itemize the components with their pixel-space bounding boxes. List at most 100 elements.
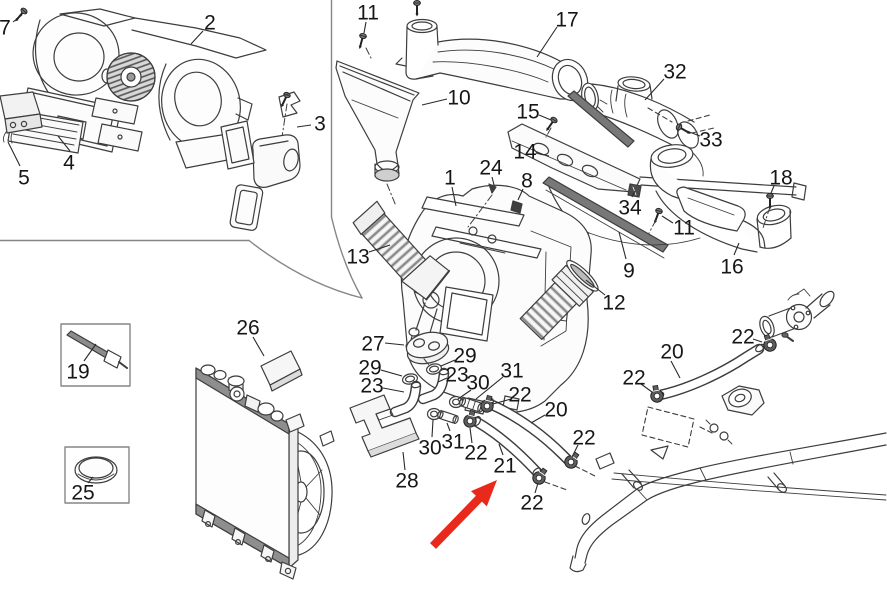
part-number-label: 10 <box>447 87 470 110</box>
part-number-label: 8 <box>521 170 533 193</box>
part-number-label: 28 <box>395 470 418 493</box>
part-number-label: 30 <box>418 437 441 460</box>
label-leader-line <box>446 422 451 432</box>
label-leader-line <box>770 185 775 194</box>
label-leader-line <box>421 98 448 106</box>
label-leader-line <box>440 359 456 367</box>
part-duct-bracket-3 <box>220 90 301 231</box>
label-leader-line <box>644 78 665 101</box>
part-number-label: 22 <box>622 367 645 390</box>
part-number-label: 25 <box>71 482 94 505</box>
part-number-label: 19 <box>66 361 89 384</box>
label-leader-line <box>402 451 406 471</box>
label-leader-line <box>57 135 71 152</box>
mounting-position-dashes <box>641 406 695 448</box>
part-number-label: 32 <box>663 61 686 84</box>
part-foam-pad-26 <box>260 350 303 392</box>
screw-icon <box>355 31 368 51</box>
label-leader-line <box>437 377 448 383</box>
part-radiator <box>195 364 335 580</box>
label-leader-line <box>384 342 405 346</box>
part-corrugated-duct <box>352 200 451 301</box>
part-air-duct-upper <box>395 0 589 102</box>
part-number-label: 12 <box>602 292 625 315</box>
part-number-label: 9 <box>623 260 635 283</box>
part-number-label: 15 <box>516 101 539 124</box>
part-number-label: 11 <box>673 217 695 240</box>
label-leader-line <box>661 215 674 224</box>
part-number-label: 23 <box>445 364 468 387</box>
label-leader-line <box>640 383 653 393</box>
part-air-duct-lower <box>649 144 792 253</box>
part-number-label: 14 <box>513 141 537 164</box>
label-leader-line <box>457 389 472 400</box>
label-leader-line <box>538 114 552 121</box>
part-number-label: 11 <box>357 2 379 25</box>
part-number-label: 5 <box>18 167 30 190</box>
part-number-label: 7 <box>0 17 11 40</box>
label-leader-line <box>252 336 265 357</box>
part-cable-tie <box>66 330 128 369</box>
part-number-label: 3 <box>314 113 326 136</box>
part-number-label: 22 <box>464 442 487 465</box>
label-leader-line <box>683 129 701 137</box>
label-leader-line <box>492 398 512 405</box>
part-number-label: 18 <box>769 167 792 190</box>
label-leader-line <box>380 369 403 377</box>
part-number-label: 2 <box>204 12 216 35</box>
label-leader-line <box>517 188 524 201</box>
label-leader-line <box>498 443 504 456</box>
part-number-label: 27 <box>361 333 384 356</box>
part-number-label: 17 <box>555 9 578 32</box>
label-leader-line <box>83 343 97 362</box>
part-number-label: 20 <box>544 399 567 422</box>
part-hose-ring <box>425 363 443 375</box>
screw-icon <box>542 115 560 135</box>
label-leader-line <box>733 242 740 256</box>
part-number-label: 1 <box>444 167 456 190</box>
screw-icon <box>412 0 422 18</box>
screw-icon <box>650 206 665 226</box>
part-number-label: 22 <box>731 326 754 349</box>
part-hvac-main-unit <box>400 183 592 415</box>
part-number-label: 22 <box>508 384 531 407</box>
inset-box-blower <box>0 0 363 299</box>
label-leader-line <box>530 414 546 424</box>
part-grommet-plate <box>405 331 450 367</box>
part-number-label: 16 <box>720 256 743 279</box>
part-number-label: 21 <box>493 455 516 478</box>
part-elbow-hose <box>417 367 450 405</box>
label-leader-line <box>752 338 763 343</box>
label-leader-line <box>382 387 405 393</box>
label-leader-line <box>536 26 558 58</box>
part-number-label: 22 <box>520 492 543 515</box>
part-air-duct-right <box>567 76 715 150</box>
label-leader-line <box>535 152 550 157</box>
label-leader-line <box>87 476 94 484</box>
inset-box-cable-tie <box>60 323 131 387</box>
part-clip-8 <box>510 200 523 214</box>
inset-box-cap <box>64 446 130 504</box>
part-number-label: 31 <box>441 431 464 454</box>
part-rubber-cap <box>74 456 118 484</box>
label-leader-line <box>670 360 681 379</box>
part-control-module <box>0 91 43 144</box>
red-arrow <box>430 480 497 549</box>
part-blower-assembly <box>0 5 301 231</box>
part-number-label: 4 <box>63 152 75 175</box>
part-seal-strip-upper <box>567 90 635 148</box>
label-leader-line <box>431 419 434 438</box>
part-number-label: 34 <box>618 197 642 220</box>
mounting-dashes <box>544 426 713 491</box>
label-leader-line <box>618 231 627 260</box>
label-leader-line <box>12 14 23 23</box>
part-number-label: 26 <box>236 317 259 340</box>
part-union-tube <box>437 410 459 424</box>
part-number-label: 33 <box>699 129 722 152</box>
label-leader-line <box>451 186 457 207</box>
label-leader-line <box>585 279 606 296</box>
part-control-bracket <box>507 115 807 234</box>
